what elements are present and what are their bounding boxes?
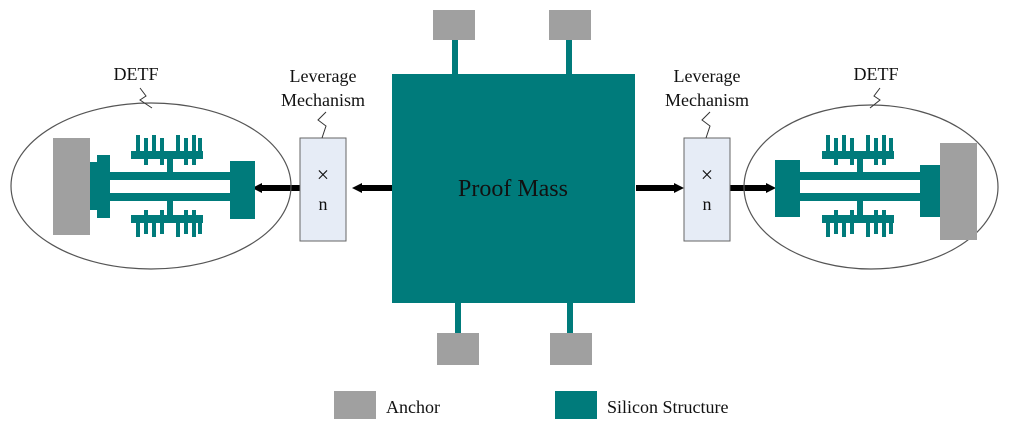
detf-right-comb-top: [822, 135, 894, 172]
leverage-box-right: [683, 137, 731, 242]
detf-right-comb-bottom: [822, 201, 894, 237]
detf-left-block-left-small: [97, 155, 110, 218]
detf-right-block-right: [920, 165, 940, 217]
detf-right-tine-bottom: [800, 193, 920, 201]
beam-bottom-left: [455, 302, 461, 336]
anchor-top-right: [549, 10, 591, 40]
leverage-box-left: [299, 137, 347, 242]
detf-left-ellipse: [10, 102, 292, 270]
detf-right-ellipse: [743, 104, 999, 270]
detf-left-block-right-small: [230, 171, 252, 209]
legend-anchor-swatch: [334, 391, 376, 419]
detf-left-callout: [139, 87, 153, 109]
detf-right-label: DETF: [854, 64, 899, 84]
detf-right-block-left: [775, 160, 800, 217]
detf-left-comb-bottom: [131, 201, 203, 237]
leverage-right-n: n: [703, 194, 712, 214]
detf-left: DETF: [10, 64, 292, 270]
detf-left-label: DETF: [114, 64, 159, 84]
leverage-right-label-line2: Mechanism: [665, 90, 749, 110]
leverage-left-times: ×: [317, 162, 329, 187]
detf-right-tine-top: [800, 172, 920, 180]
proof-mass: [392, 74, 635, 303]
leverage-right-times: ×: [701, 162, 713, 187]
legend-silicon-label: Silicon Structure: [607, 397, 728, 417]
anchor-bottom-right: [550, 333, 592, 365]
detf-right: DETF: [743, 64, 999, 270]
anchor-bottom-left: [437, 333, 479, 365]
detf-left-comb-top: [131, 135, 203, 172]
beam-bottom-right: [567, 302, 573, 336]
legend-anchor-label: Anchor: [386, 397, 440, 417]
legend: Anchor Silicon Structure: [334, 391, 728, 419]
leverage-left-label-line1: Leverage: [290, 66, 357, 86]
leverage-left-n: n: [319, 194, 328, 214]
detf-left-tine-top: [108, 172, 230, 180]
proof-mass-label: Proof Mass: [458, 176, 568, 202]
beam-top-left: [452, 40, 458, 75]
leverage-right-callout: [701, 111, 711, 139]
detf-right-callout: [869, 87, 881, 109]
leverage-left-label-line2: Mechanism: [281, 90, 365, 110]
leverage-right-label-line1: Leverage: [674, 66, 741, 86]
detf-right-anchor: [940, 143, 977, 240]
proof-mass-anchors: [433, 10, 592, 365]
leverage-left-callout: [317, 111, 327, 139]
detf-left-tine-bottom: [108, 193, 230, 201]
anchor-top-left: [433, 10, 475, 40]
beam-top-right: [566, 40, 572, 75]
legend-silicon-swatch: [555, 391, 597, 419]
detf-left-anchor: [53, 138, 90, 235]
